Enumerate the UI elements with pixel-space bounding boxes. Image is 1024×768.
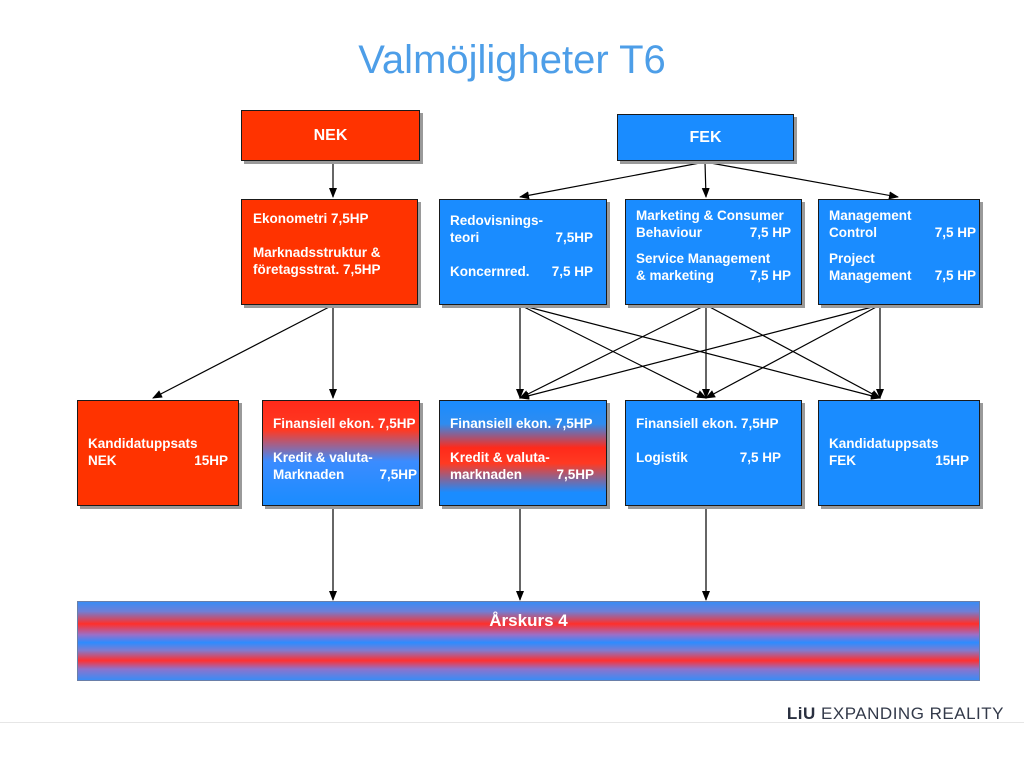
course-foretagsstrat: företagsstrat. 7,5HP [253, 262, 381, 277]
kand-fek-box: Kandidatuppsats FEK 15HP [818, 400, 980, 506]
fin-a-course1: Finansiell ekon. 7,5HP [273, 416, 416, 431]
arrow-management-fin-b [519, 304, 881, 400]
course-marketing: Marketing & Consumer [636, 208, 784, 223]
course-service-management: Service Management [636, 251, 771, 266]
marketing-box: Marketing & Consumer Behaviour 7,5 HP Ser… [625, 199, 802, 305]
liu-logo-text: EXPANDING REALITY [821, 704, 1004, 723]
course-ekonometri: Ekonometri 7,5HP [253, 211, 369, 226]
kand-fek-subject: FEK [829, 453, 856, 468]
credits-service-marketing: 7,5 HP [749, 268, 791, 283]
course-behaviour: Behaviour [636, 225, 703, 240]
course-project-management: Management [829, 268, 912, 283]
fin-b-course2: Kredit & valuta- [450, 450, 550, 465]
kand-nek-subject: NEK [88, 453, 117, 468]
liu-logo-mark: LiU [786, 704, 816, 723]
fin-a-course2: Kredit & valuta- [273, 450, 373, 465]
fin-b-marknaden: marknaden [450, 467, 523, 482]
course-control: Control [829, 225, 877, 240]
footer-divider [0, 722, 1024, 723]
course-koncernred: Koncernred. [450, 264, 530, 279]
fin-c-box: Finansiell ekon. 7,5HP Logistik 7,5 HP [625, 400, 802, 506]
fek-label: FEK [689, 129, 722, 146]
credits-project-management: 7,5 HP [934, 268, 976, 283]
arrow-ekonometri-kand-nek [152, 304, 334, 399]
kand-fek-credits: 15HP [935, 453, 969, 468]
kand-nek-box: Kandidatuppsats NEK 15HP [77, 400, 239, 506]
fin-b-credits: 7,5HP [556, 467, 594, 482]
arrow-marketing-fin-b [519, 304, 707, 399]
arrow-fek-management [704, 161, 899, 200]
nek-label: NEK [313, 127, 348, 144]
page-title: Valmöjligheter T6 [358, 38, 666, 82]
arskurs-4-label: Årskurs 4 [489, 611, 568, 630]
fek-box: FEK [617, 114, 794, 161]
course-management: Management [829, 208, 912, 223]
nek-courses-box: Ekonometri 7,5HP Marknadsstruktur & före… [241, 199, 418, 305]
credits-behaviour: 7,5 HP [749, 225, 791, 240]
fin-a-marknaden: Marknaden [273, 467, 345, 482]
redovisning-box: Redovisnings- teori 7,5HP Koncernred. 7,5 … [439, 199, 607, 305]
arrow-fek-redovisning [519, 161, 706, 200]
fin-c-course1: Finansiell ekon. 7,5HP [636, 416, 779, 431]
nek-box: NEK [241, 110, 420, 161]
credits-teori: 7,5HP [555, 230, 593, 245]
kand-fek-title: Kandidatuppsats [829, 436, 939, 451]
fin-a-box: Finansiell ekon. 7,5HP Kredit & valuta- … [262, 400, 420, 506]
fin-c-logistik: Logistik [636, 450, 688, 465]
fin-b-box: Finansiell ekon. 7,5HP Kredit & valuta- … [439, 400, 607, 506]
arrow-management-fin-c [705, 304, 881, 399]
course-and-marketing: & marketing [636, 268, 715, 283]
arskurs-4-bar: Årskurs 4 [77, 601, 980, 681]
credits-control: 7,5 HP [934, 225, 976, 240]
kand-nek-credits: 15HP [194, 453, 228, 468]
liu-logo: LiU EXPANDING REALITY [787, 704, 1004, 724]
fin-b-course1: Finansiell ekon. 7,5HP [450, 416, 593, 431]
fin-a-credits: 7,5HP [379, 467, 417, 482]
kand-nek-title: Kandidatuppsats [88, 436, 198, 451]
management-box: Management Control 7,5 HP Project Managem… [818, 199, 980, 305]
course-project: Project [829, 251, 875, 266]
fin-c-credits: 7,5 HP [739, 450, 781, 465]
course-teori: teori [450, 230, 480, 245]
arrow-fek-marketing [701, 161, 710, 198]
course-marknadsstruktur: Marknadsstruktur & [253, 245, 381, 260]
course-redovisnings: Redovisnings- [450, 213, 544, 228]
credits-koncernred: 7,5 HP [551, 264, 593, 279]
